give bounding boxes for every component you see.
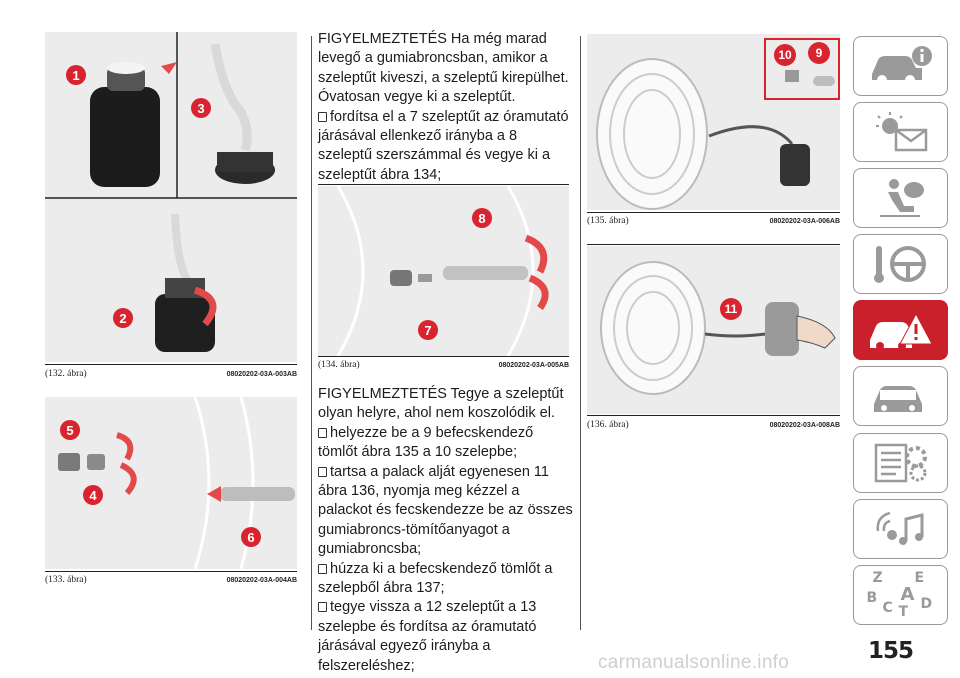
step-paragraph: helyezze be a 9 befecskendező tömlőt ábr…	[318, 424, 534, 461]
figure-134-caption: (134. ábra)	[318, 360, 360, 370]
step-paragraph: tartsa a palack alját egyenesen 11 ábra …	[318, 463, 573, 558]
column-divider-right	[580, 36, 581, 630]
bullet-icon	[318, 427, 327, 438]
step-paragraph: tegye vissza a 12 szeleptűt a 13 szelepb…	[318, 599, 537, 674]
callout-2: 2	[113, 308, 133, 328]
figure-136-caption: (136. ábra)	[587, 420, 629, 430]
figure-135-caption: (135. ábra)	[587, 216, 629, 226]
step-paragraph: fordítsa el a 7 szeleptűt az óramutató j…	[318, 108, 569, 183]
callout-4: 4	[83, 485, 103, 505]
figure-136-code: 08020202-03A-008AB	[769, 422, 840, 429]
figure-133-caption: (133. ábra)	[45, 575, 87, 585]
step-paragraph: húzza ki a befecskendező tömlőt a szelep…	[318, 560, 553, 597]
airbag-seat-icon	[879, 179, 924, 218]
watermark: carmanualsonline.info	[598, 652, 790, 673]
emergency-icon	[869, 313, 933, 351]
column-divider-left	[311, 36, 312, 630]
figure-132-caption: (132. ábra)	[45, 369, 87, 379]
figure-134: 8 7 (134. ábra) 08020202-03A-005AB	[318, 184, 569, 376]
tab-technical-data[interactable]	[853, 432, 948, 493]
bullet-icon	[318, 466, 327, 477]
figure-133-image: 5 4 6	[45, 397, 297, 569]
figure-136: 11 (136. ábra) 08020202-03A-008AB	[587, 244, 840, 434]
text-block-bottom: FIGYELMEZTETÉS Tegye a szeleptűt olyan h…	[318, 385, 576, 676]
bullet-icon	[318, 563, 327, 574]
figure-133: 5 4 6 (133. ábra) 08020202-03A-004AB	[45, 397, 297, 587]
callout-1: 1	[66, 65, 86, 85]
warning-paragraph-2: FIGYELMEZTETÉS Tegye a szeleptűt olyan h…	[318, 386, 564, 422]
text-block-top: FIGYELMEZTETÉS Ha még marad levegő a gum…	[318, 30, 573, 185]
figure-135-image: 10 9	[587, 34, 840, 210]
figure-135-code: 08020202-03A-006AB	[769, 218, 840, 225]
car-info-icon	[871, 46, 932, 85]
callout-7: 7	[418, 320, 438, 340]
tab-car-info[interactable]	[853, 36, 948, 96]
tab-multimedia[interactable]	[853, 498, 948, 559]
car-maintenance-icon	[873, 386, 922, 413]
figure-134-image: 8 7	[318, 186, 569, 356]
figure-132: 1 3 2 (132. ábra) 08020202-03A-003AB	[45, 32, 297, 382]
callout-9: 9	[808, 42, 830, 64]
callout-10: 10	[774, 44, 796, 66]
steering-wheel-icon	[873, 246, 926, 284]
tab-airbag-seat[interactable]	[853, 168, 948, 229]
figure-136-image: 11	[587, 246, 840, 414]
figure-132-image: 1 3 2	[45, 32, 297, 362]
tab-car-maintenance[interactable]	[853, 366, 948, 427]
figure-135: 10 9 (135. ábra) 08020202-03A-006AB	[587, 34, 840, 229]
tab-steering-wheel[interactable]	[853, 234, 948, 295]
technical-data-icon	[874, 443, 927, 482]
chapter-tabs: Z E B A C D T	[853, 36, 948, 631]
callout-3: 3	[191, 98, 211, 118]
callout-5: 5	[60, 420, 80, 440]
page-number: 155	[868, 638, 914, 664]
tab-emergency[interactable]	[853, 300, 948, 361]
callout-8: 8	[472, 208, 492, 228]
figure-134-code: 08020202-03A-005AB	[498, 362, 569, 369]
index-icon: Z E B A C D T	[866, 569, 933, 620]
warning-paragraph-1: FIGYELMEZTETÉS Ha még marad levegő a gum…	[318, 31, 569, 106]
figure-132-code: 08020202-03A-003AB	[226, 371, 297, 378]
callout-11: 11	[720, 298, 742, 320]
bullet-icon	[318, 111, 327, 122]
figure-133-code: 08020202-03A-004AB	[226, 577, 297, 584]
tab-warning-lights[interactable]	[853, 102, 948, 163]
warning-lights-icon	[875, 112, 927, 152]
bullet-icon	[318, 602, 327, 613]
tab-index[interactable]: Z E B A C D T	[853, 564, 948, 625]
callout-6: 6	[241, 527, 261, 547]
multimedia-icon	[876, 511, 923, 545]
